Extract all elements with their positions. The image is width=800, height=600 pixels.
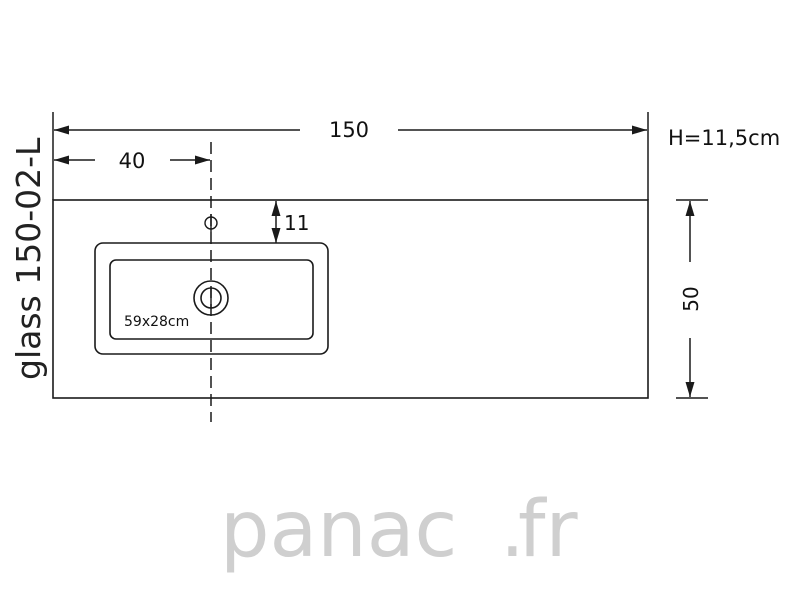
tap-distance-dimension: 11 (271, 201, 309, 243)
tap-hole (204, 214, 218, 232)
watermark-logo: panac . fr (220, 485, 578, 575)
watermark-text: panac (220, 485, 457, 575)
drain-icon (193, 280, 229, 316)
watermark-tld: fr (518, 485, 578, 575)
width-dimension: 150 (52, 112, 649, 200)
total-width-label: 150 (329, 118, 369, 142)
countertop-outline (52, 199, 649, 399)
tap-offset-dimension: 40 (54, 149, 210, 173)
height-note: H=11,5cm (668, 126, 780, 150)
basin-size-label: 59x28cm (124, 314, 189, 330)
depth-label: 50 (679, 286, 703, 311)
basin-outer (94, 242, 329, 355)
watermark-dot: . (500, 485, 525, 575)
depth-dimension: 50 (676, 199, 708, 399)
tap-distance-label: 11 (284, 211, 309, 235)
tap-offset-label: 40 (119, 149, 146, 173)
model-label: glass 150-02-L (9, 137, 48, 380)
basin-inner (109, 259, 314, 340)
